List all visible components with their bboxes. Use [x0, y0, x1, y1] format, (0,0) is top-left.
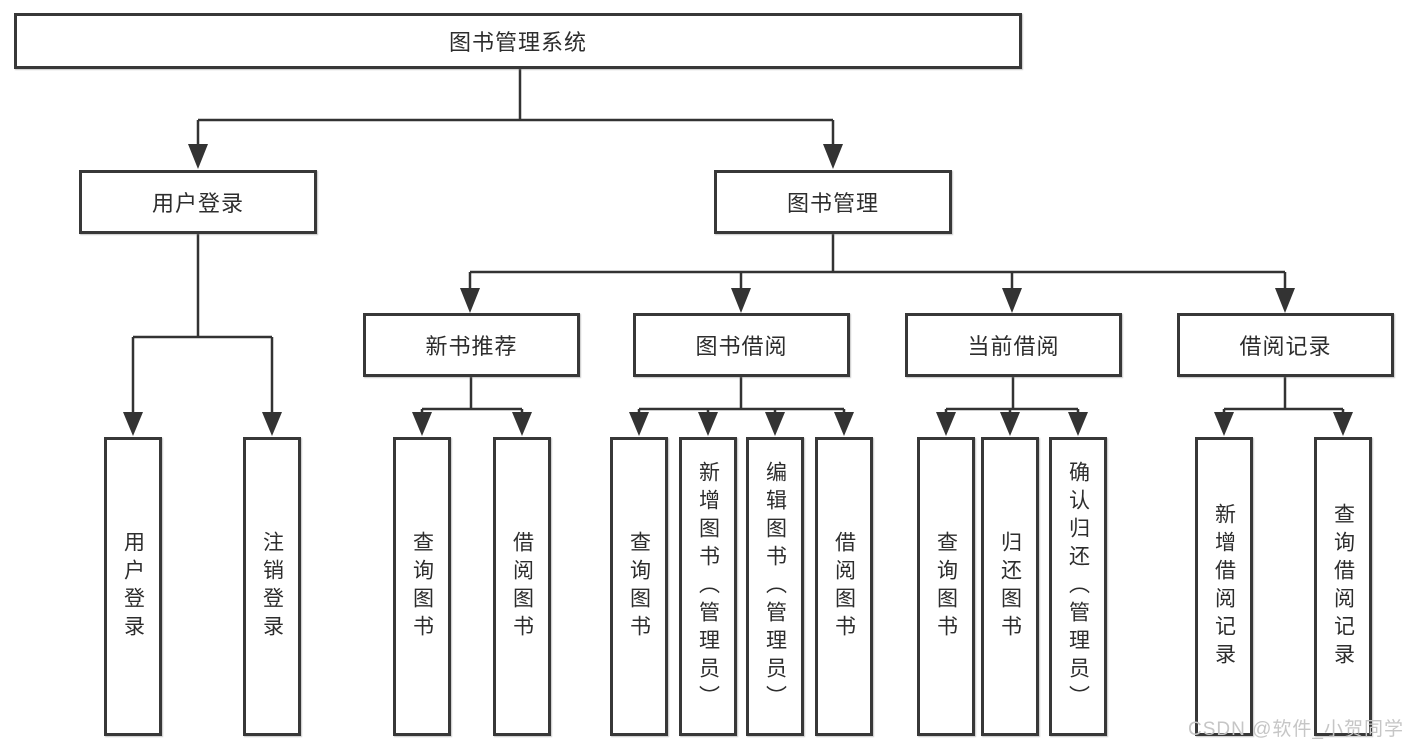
node-book-management-module: 图书管理 [714, 170, 952, 234]
leaf-user-login: 用户登录 [104, 437, 162, 736]
node-current-borrowing: 当前借阅 [905, 313, 1122, 377]
node-current-borrowing-label: 当前借阅 [967, 334, 1060, 359]
node-book-management-module-label: 图书管理 [786, 191, 879, 216]
leaf-borrow-query-book-label: 查询图书 [627, 530, 651, 643]
leaf-query-borrow-record: 查询借阅记录 [1314, 437, 1372, 736]
leaf-current-query-book: 查询图书 [917, 437, 975, 736]
leaf-user-login-label: 用户登录 [121, 530, 145, 643]
arrowheads [123, 144, 1353, 436]
node-library-system: 图书管理系统 [14, 13, 1022, 69]
leaf-confirm-return-admin-label: 确认归还（管理员） [1066, 460, 1090, 713]
node-new-book-recommend: 新书推荐 [363, 313, 580, 377]
leaf-recommend-query-book-label: 查询图书 [410, 530, 434, 643]
leaf-borrow-query-book: 查询图书 [610, 437, 668, 736]
leaf-add-book-admin: 新增图书（管理员） [679, 437, 737, 736]
leaf-recommend-borrow-book: 借阅图书 [493, 437, 551, 736]
leaf-borrow-book: 借阅图书 [815, 437, 873, 736]
leaf-logout: 注销登录 [243, 437, 301, 736]
csdn-watermark: CSDN @软件_小贺同学 [1188, 719, 1404, 740]
leaf-edit-book-admin: 编辑图书（管理员） [746, 437, 804, 736]
leaf-return-book: 归还图书 [981, 437, 1039, 736]
node-book-borrowing-label: 图书借阅 [695, 334, 788, 359]
leaf-add-borrow-record-label: 新增借阅记录 [1212, 502, 1236, 671]
leaf-logout-label: 注销登录 [260, 530, 284, 643]
connector-paths [131, 69, 1345, 414]
node-new-book-recommend-label: 新书推荐 [425, 334, 518, 359]
leaf-current-query-book-label: 查询图书 [934, 530, 958, 643]
node-user-login-module-label: 用户登录 [151, 191, 244, 216]
node-borrowing-records-label: 借阅记录 [1239, 334, 1332, 359]
node-borrowing-records: 借阅记录 [1177, 313, 1394, 377]
node-book-borrowing: 图书借阅 [633, 313, 850, 377]
leaf-recommend-query-book: 查询图书 [393, 437, 451, 736]
node-user-login-module: 用户登录 [79, 170, 317, 234]
leaf-borrow-book-label: 借阅图书 [832, 530, 856, 643]
leaf-recommend-borrow-book-label: 借阅图书 [510, 530, 534, 643]
leaf-edit-book-admin-label: 编辑图书（管理员） [763, 460, 787, 713]
leaf-add-book-admin-label: 新增图书（管理员） [696, 460, 720, 713]
leaf-query-borrow-record-label: 查询借阅记录 [1331, 502, 1355, 671]
node-library-system-label: 图书管理系统 [448, 30, 587, 55]
leaf-confirm-return-admin: 确认归还（管理员） [1049, 437, 1107, 736]
leaf-return-book-label: 归还图书 [998, 530, 1022, 643]
leaf-add-borrow-record: 新增借阅记录 [1195, 437, 1253, 736]
